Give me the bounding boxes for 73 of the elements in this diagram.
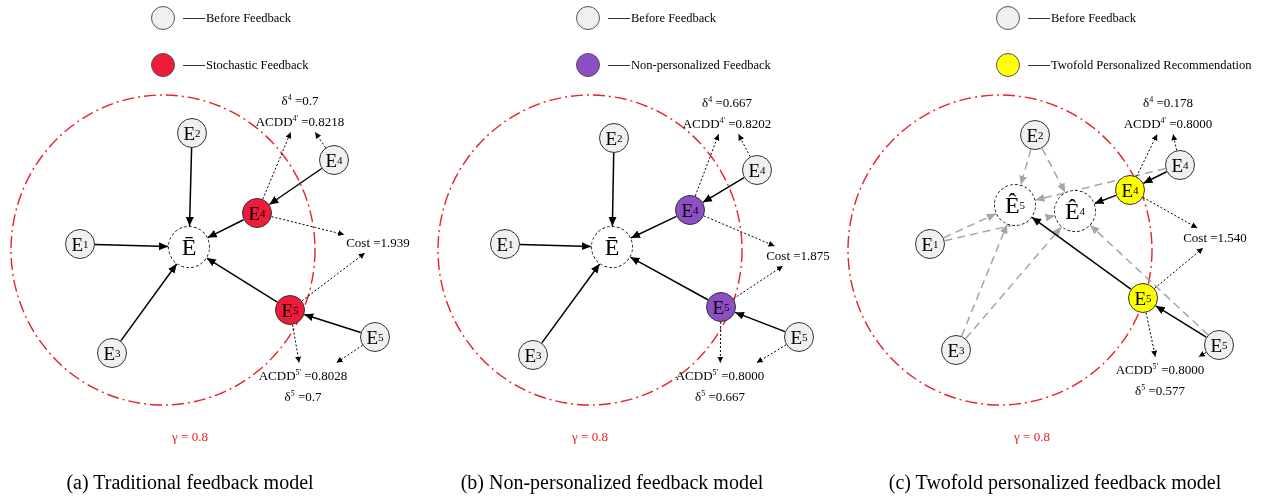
arrow — [1136, 133, 1158, 177]
legend-text: Non-personalized Feedback — [631, 57, 771, 73]
metric-text: ACDD$^{5'}$ =0.8000 — [675, 366, 765, 385]
metric-text: ACDD$^{5'}$ =0.8000 — [1115, 360, 1205, 379]
arrow — [738, 133, 751, 158]
arrow — [541, 263, 601, 344]
arrow — [94, 242, 169, 251]
arrow — [629, 256, 709, 301]
metric-text: ACDD$^{4'}$ =0.8218 — [255, 113, 345, 132]
arrow — [1155, 305, 1207, 338]
panel-caption: (c) Twofold personalized feedback model — [888, 470, 1222, 494]
threshold-label: γ = 0.8 — [572, 429, 608, 445]
arrow — [694, 133, 720, 197]
arrow — [1019, 148, 1032, 186]
arrow — [1142, 196, 1198, 229]
legend-text: Twofold Personalized Recommendation — [1051, 57, 1252, 73]
aggregate-expert-circle: Ē — [591, 226, 633, 268]
arrow — [206, 257, 278, 303]
arrow — [734, 311, 786, 333]
arrow — [942, 213, 997, 239]
metric-text: ACDD$^{4'}$ =0.8000 — [1123, 115, 1213, 134]
metric-text: ACDD$^{4'}$ =0.8202 — [682, 115, 772, 134]
arrow — [1142, 170, 1168, 185]
metric-text: δ$^{5}$ =0.577 — [1134, 382, 1186, 401]
threshold-label: γ = 0.8 — [1014, 429, 1050, 445]
arrow — [1034, 167, 1167, 202]
arrow — [630, 215, 678, 239]
arrow — [336, 344, 363, 364]
metric-text: δ$^{5}$ =0.7 — [283, 388, 323, 407]
arrow — [292, 324, 302, 364]
arrow — [965, 226, 1063, 340]
arrow — [303, 313, 362, 334]
legend-text: Before Feedback — [206, 10, 292, 26]
arrow — [717, 321, 724, 364]
arrow — [120, 263, 178, 342]
metric-text: ACDD$^{5'}$ =0.8028 — [258, 366, 348, 385]
arrow — [1031, 216, 1132, 290]
metric-text: δ$^{4}$ =0.667 — [701, 93, 753, 112]
arrow — [733, 265, 784, 300]
panel-caption: (b) Non-personalized feedback model — [460, 470, 764, 494]
arrow — [1093, 194, 1117, 205]
panel-caption: (a) Traditional feedback model — [66, 470, 314, 494]
legend-text: Stochastic Feedback — [206, 57, 309, 73]
arrow — [702, 176, 745, 204]
arrow — [960, 223, 1008, 337]
aggregate-expert-circle: Ē — [168, 226, 210, 268]
arrow — [1171, 133, 1178, 151]
metric-text: δ$^{5}$ =0.667 — [694, 388, 746, 407]
arrow — [1198, 351, 1207, 358]
metric-text: δ$^{4}$ =0.178 — [1142, 93, 1194, 112]
legend-text: Before Feedback — [631, 10, 717, 26]
arrow — [943, 213, 1056, 242]
metric-text: Cost =1.540 — [1183, 229, 1247, 247]
arrow — [301, 252, 366, 302]
arrow — [268, 167, 323, 206]
metric-text: Cost =1.875 — [766, 247, 830, 265]
arrow — [608, 152, 617, 227]
arrow — [519, 242, 592, 251]
arrow — [271, 216, 345, 237]
threshold-label: γ = 0.8 — [172, 429, 208, 445]
arrow — [314, 131, 327, 149]
arrow — [185, 147, 194, 227]
arrow — [1154, 247, 1204, 289]
legend-text: Before Feedback — [1051, 10, 1137, 26]
metric-text: δ$^{4}$ =0.7 — [280, 91, 320, 110]
arrow — [1145, 312, 1157, 358]
arrow — [207, 218, 245, 239]
arrow — [756, 344, 787, 364]
arrow — [1041, 147, 1066, 194]
arrow — [703, 215, 775, 247]
arrow — [1089, 224, 1209, 336]
arrow — [262, 131, 292, 200]
metric-text: Cost =1.939 — [346, 234, 410, 252]
